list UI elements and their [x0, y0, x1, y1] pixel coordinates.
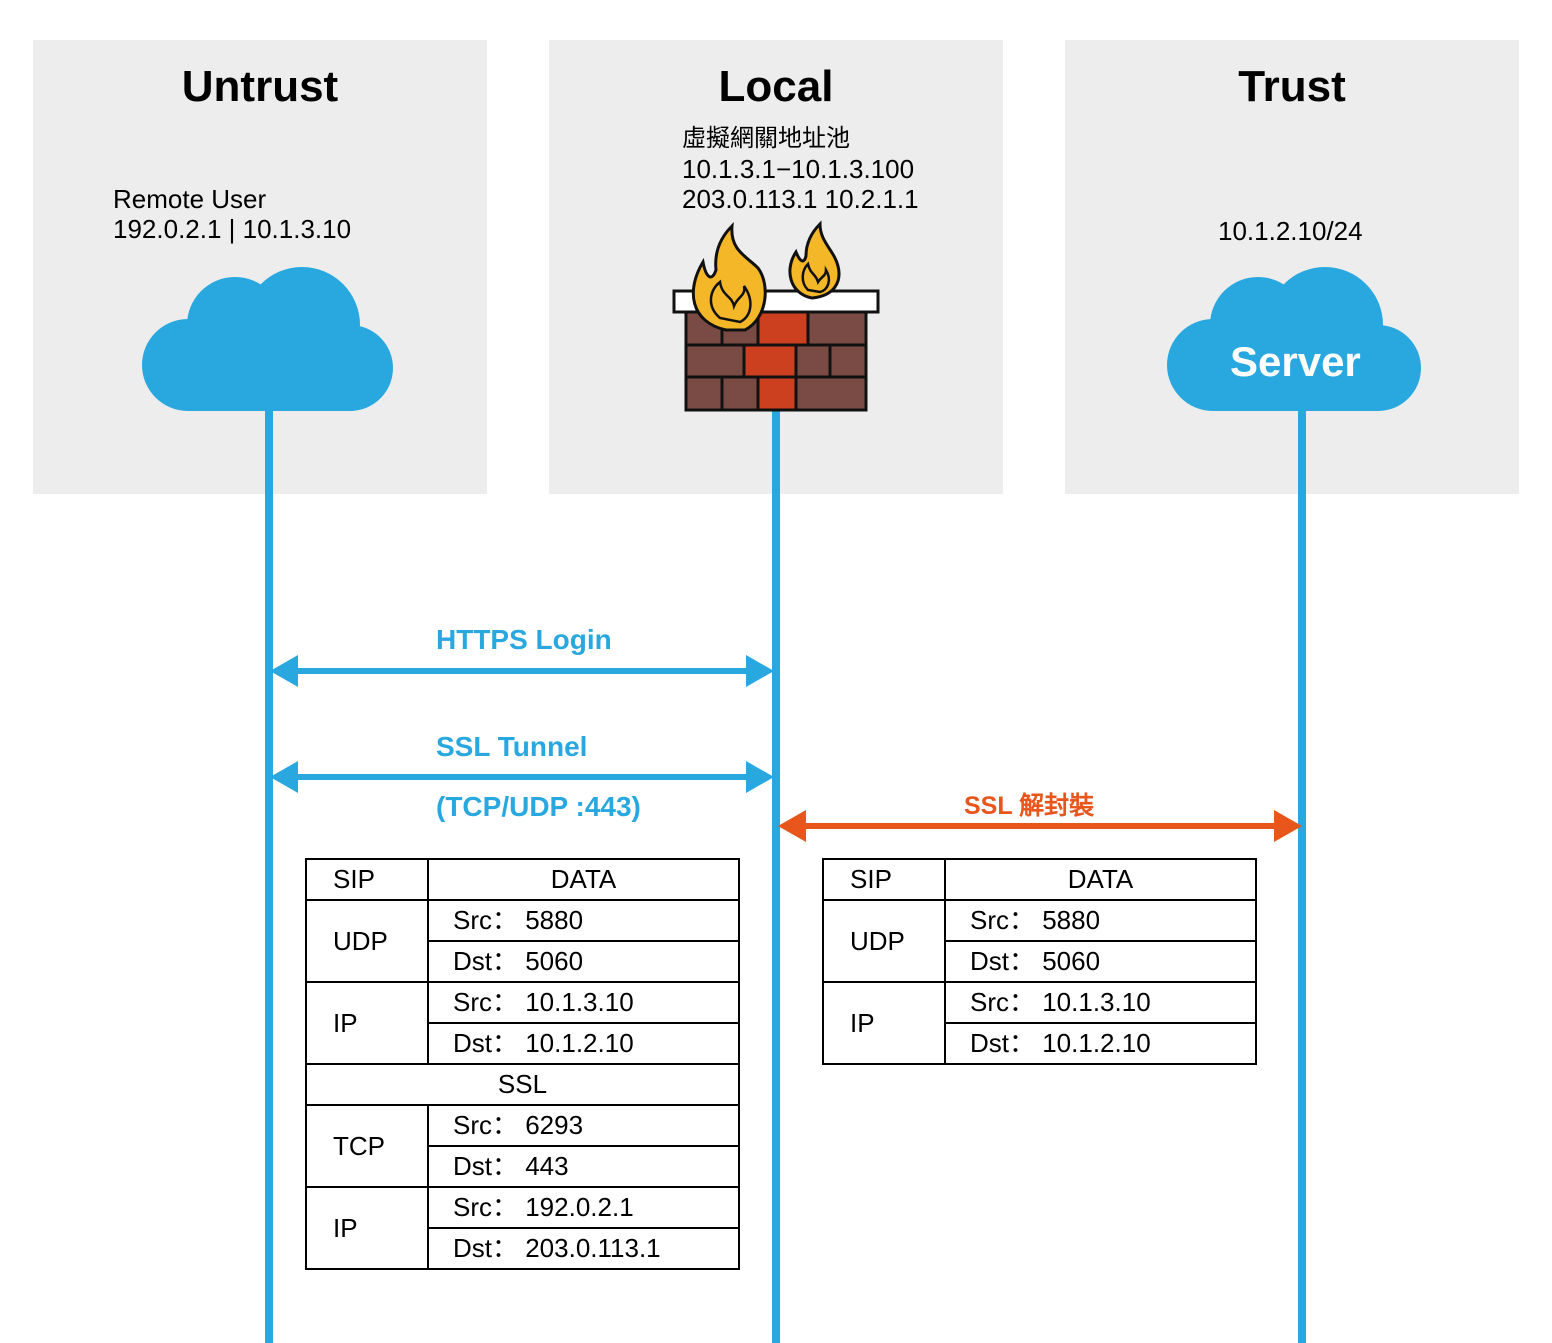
table-row: Dst： 5060	[306, 940, 740, 983]
udp-label: UDP	[822, 899, 946, 983]
zone-title-untrust: Untrust	[181, 62, 339, 111]
local-lifeline	[772, 400, 780, 1343]
udp-dst: Dst： 5060	[427, 940, 740, 983]
gateway-pool-ips: 203.0.113.1 10.2.1.1	[682, 184, 919, 214]
remote-user-label: Remote User	[113, 184, 267, 214]
zone-trust	[1065, 40, 1519, 494]
data-cell: DATA	[944, 858, 1257, 901]
data-cell: DATA	[427, 858, 740, 901]
inner-ip-src: Src： 10.1.3.10	[427, 981, 740, 1024]
udp-label: UDP	[305, 899, 429, 983]
zone-title-trust: Trust	[1238, 62, 1346, 111]
firewall-icon	[672, 220, 880, 412]
untrust-lifeline	[265, 400, 273, 1343]
table-row: IP Src： 192.0.2.1	[305, 1186, 740, 1270]
table-row: SSL	[305, 1063, 740, 1106]
zone-title-local: Local	[718, 62, 834, 111]
table-row: UDP Src： 5880	[305, 899, 740, 983]
decapsulated-packet-table: SIP DATA UDP Src： 5880 Dst： 5060 IP Src：…	[822, 858, 1257, 1065]
table-row: SIP DATA	[822, 858, 1257, 901]
server-label: Server	[1230, 338, 1361, 385]
tcp-src: Src： 6293	[427, 1104, 740, 1147]
ssl-tunnel-arrow	[270, 761, 774, 793]
table-row: SIP DATA	[305, 858, 740, 901]
tcp-label: TCP	[305, 1104, 429, 1188]
inner-ip-label: IP	[305, 981, 429, 1065]
ip-label: IP	[822, 981, 946, 1065]
udp-src: Src： 5880	[944, 899, 1257, 942]
table-row: Dst： 203.0.113.1	[306, 1227, 740, 1270]
ssl-tunnel-ports: (TCP/UDP :443)	[436, 791, 641, 822]
trust-lifeline	[1298, 400, 1306, 1343]
gateway-pool-label: 虛擬網關地址池	[682, 125, 850, 152]
ssl-decap-label: SSL 解封裝	[964, 792, 1095, 820]
table-row: Dst： 5060	[823, 940, 1257, 983]
inner-ip-dst: Dst： 10.1.2.10	[427, 1022, 740, 1065]
table-row: Dst： 10.1.2.10	[823, 1022, 1257, 1065]
udp-src: Src： 5880	[427, 899, 740, 942]
outer-ip-src: Src： 192.0.2.1	[427, 1186, 740, 1229]
table-row: TCP Src： 6293	[305, 1104, 740, 1188]
zone-untrust	[33, 40, 487, 494]
encapsulated-packet-table: SIP DATA UDP Src： 5880 Dst： 5060 IP Src：…	[305, 858, 740, 1270]
table-row: IP Src： 10.1.3.10	[822, 981, 1257, 1065]
ip-src: Src： 10.1.3.10	[944, 981, 1257, 1024]
remote-user-ip: 192.0.2.1 | 10.1.3.10	[113, 214, 352, 244]
server-cloud-icon	[1167, 267, 1421, 411]
gateway-pool-range: 10.1.3.1−10.1.3.100	[682, 154, 915, 184]
outer-ip-dst: Dst： 203.0.113.1	[427, 1227, 740, 1270]
outer-ip-label: IP	[305, 1186, 429, 1270]
tcp-dst: Dst： 443	[427, 1145, 740, 1188]
table-row: Dst： 10.1.2.10	[306, 1022, 740, 1065]
ssl-cell: SSL	[305, 1063, 740, 1106]
table-row: Dst： 443	[306, 1145, 740, 1188]
sip-cell: SIP	[822, 858, 946, 901]
table-row: IP Src： 10.1.3.10	[305, 981, 740, 1065]
trust-subnet: 10.1.2.10/24	[1218, 216, 1363, 246]
udp-dst: Dst： 5060	[944, 940, 1257, 983]
https-login-label: HTTPS Login	[436, 624, 612, 655]
ip-dst: Dst： 10.1.2.10	[944, 1022, 1257, 1065]
cloud-icon	[142, 267, 393, 411]
ssl-tunnel-label: SSL Tunnel	[436, 731, 588, 762]
sip-cell: SIP	[305, 858, 429, 901]
table-row: UDP Src： 5880	[822, 899, 1257, 983]
ssl-decap-arrow	[778, 810, 1302, 842]
https-login-arrow	[270, 655, 774, 687]
